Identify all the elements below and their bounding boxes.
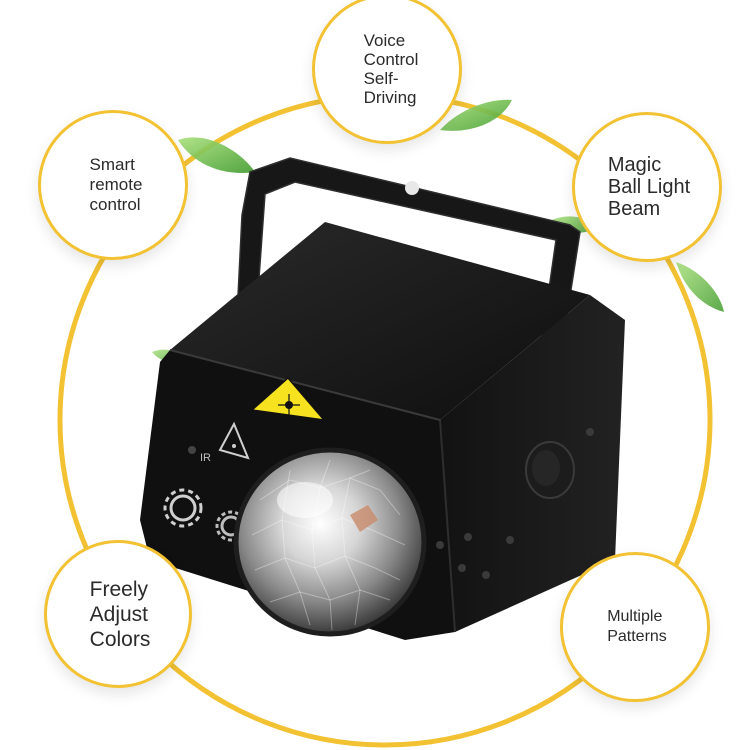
side-port bbox=[506, 536, 514, 544]
feature-label: Multiple Patterns bbox=[607, 608, 667, 645]
side-port bbox=[458, 564, 466, 572]
leaf-icon bbox=[440, 99, 512, 131]
device-side bbox=[425, 295, 625, 632]
laser-projector-device bbox=[140, 157, 625, 640]
feature-label: Magic Ball Light Beam bbox=[607, 154, 691, 220]
feature-voice-control: Voice Control Self- Driving bbox=[312, 0, 462, 144]
laser-warning-icon bbox=[250, 376, 326, 422]
feature-adjust-colors: Freely Adjust Colors bbox=[44, 540, 192, 688]
device-top bbox=[170, 222, 590, 420]
handle-screw bbox=[405, 181, 419, 195]
ir-label: IR bbox=[200, 452, 211, 464]
feature-multiple-patterns: Multiple Patterns bbox=[560, 552, 710, 702]
side-port bbox=[464, 533, 472, 541]
side-port bbox=[482, 571, 490, 579]
ir-sensor bbox=[188, 446, 196, 454]
side-port bbox=[586, 428, 594, 436]
feature-label: Freely Adjust Colors bbox=[89, 577, 151, 651]
side-port bbox=[436, 541, 444, 549]
leaf-icon bbox=[676, 262, 724, 312]
gear-icon bbox=[163, 488, 203, 528]
leaf-icon bbox=[178, 137, 255, 173]
feature-label: Voice Control Self- Driving bbox=[363, 31, 419, 107]
small-warning-icon bbox=[218, 421, 250, 460]
feature-label: Smart remote control bbox=[89, 155, 143, 214]
feature-magic-ball: Magic Ball Light Beam bbox=[572, 112, 722, 262]
feature-smart-remote: Smart remote control bbox=[38, 110, 188, 260]
